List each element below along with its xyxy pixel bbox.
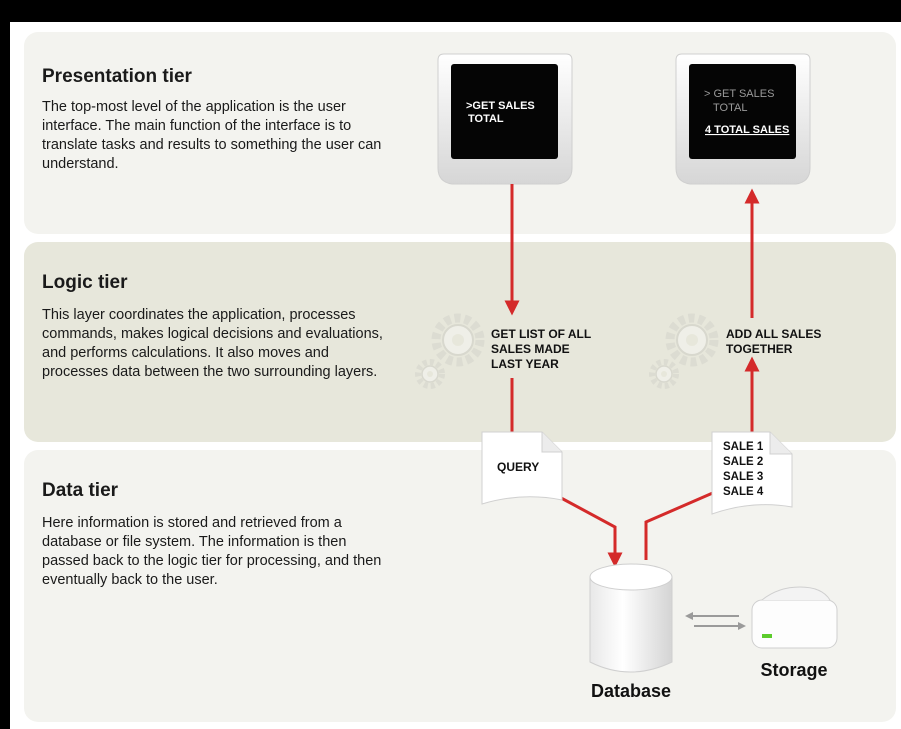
query-document: QUERY bbox=[481, 431, 563, 505]
request-screen bbox=[451, 64, 558, 159]
request-screen-line1: >GET SALES bbox=[466, 100, 535, 112]
query-document-label: QUERY bbox=[497, 460, 539, 474]
flow-diagram: >GET SALES TOTAL > GET SALES TOTAL 4 TOT… bbox=[415, 53, 838, 701]
result-screen-line1: > GET SALES bbox=[704, 88, 774, 100]
gear-icon bbox=[431, 313, 485, 367]
storage-label: Storage bbox=[760, 660, 827, 680]
database-icon bbox=[589, 563, 673, 673]
result-screen bbox=[689, 64, 796, 159]
presentation-tier-description: The top-most level of the application is… bbox=[42, 99, 382, 172]
storage-icon bbox=[751, 586, 838, 649]
result-screen-line3: 4 TOTAL SALES bbox=[705, 124, 789, 136]
diagram-frame: Presentation tier The top-most level of … bbox=[10, 22, 901, 729]
gear-icon bbox=[665, 313, 719, 367]
sales-document: SALE 1 SALE 2 SALE 3 SALE 4 bbox=[711, 431, 793, 515]
data-tier-title: Data tier bbox=[42, 480, 119, 501]
result-monitor: > GET SALES TOTAL 4 TOTAL SALES bbox=[675, 53, 811, 185]
gear-icon bbox=[649, 359, 679, 389]
presentation-tier-title: Presentation tier bbox=[42, 66, 192, 87]
sales-document-line4: SALE 4 bbox=[723, 486, 764, 498]
sales-document-line2: SALE 2 bbox=[723, 456, 763, 468]
database-label: Database bbox=[591, 681, 671, 701]
logic-tier-description: This layer coordinates the application, … bbox=[42, 307, 383, 380]
arrow-query-to-database bbox=[549, 490, 623, 568]
sales-document-line1: SALE 1 bbox=[723, 441, 764, 453]
request-monitor: >GET SALES TOTAL bbox=[437, 53, 573, 185]
storage-led-icon bbox=[762, 634, 772, 638]
request-screen-line2: TOTAL bbox=[468, 113, 504, 125]
query-step-line3: LAST YEAR bbox=[491, 357, 559, 371]
query-step-line2: SALES MADE bbox=[491, 342, 570, 356]
gear-icon bbox=[415, 359, 445, 389]
result-screen-line2: TOTAL bbox=[713, 102, 747, 114]
sales-document-line3: SALE 3 bbox=[723, 471, 763, 483]
data-tier-description: Here information is stored and retrieved… bbox=[42, 515, 382, 588]
aggregate-step-line1: ADD ALL SALES bbox=[726, 327, 821, 341]
query-step-line1: GET LIST OF ALL bbox=[491, 327, 591, 341]
line-database-to-sales bbox=[644, 490, 716, 560]
aggregate-step-line2: TOGETHER bbox=[726, 342, 793, 356]
logic-tier-title: Logic tier bbox=[42, 272, 128, 293]
